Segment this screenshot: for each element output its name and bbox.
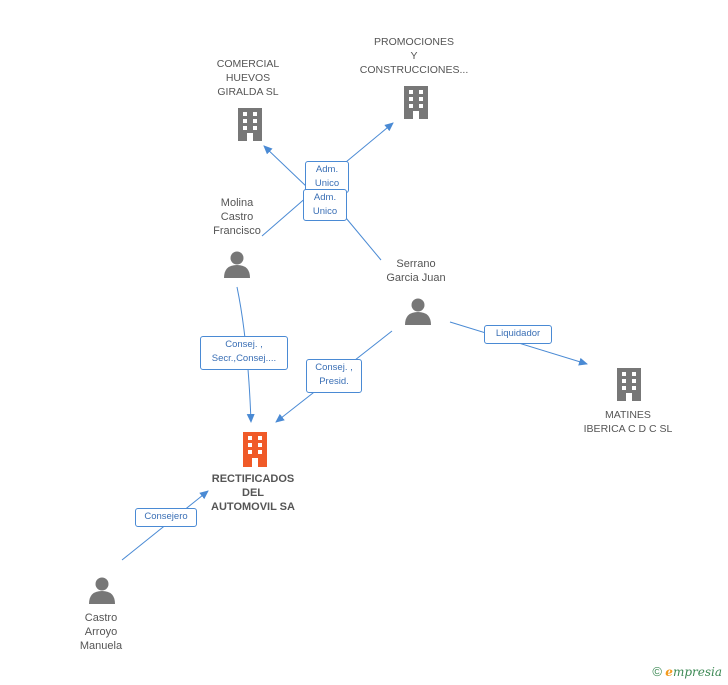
edge-molina-comercial [263, 145, 309, 189]
brand-logo-initial: e [665, 665, 673, 679]
building-icon[interactable] [401, 85, 431, 119]
edge-serrano-promociones-tail [345, 217, 382, 261]
edge-serrano-promociones [345, 122, 394, 163]
edge-label-adm-unico[interactable]: Adm. Unico [305, 161, 349, 193]
node-label-molina[interactable]: Molina Castro Francisco [213, 197, 261, 237]
copyright-icon: © [652, 664, 662, 679]
node-label-comercial[interactable]: COMERCIAL HUEVOS GIRALDA SL [216, 58, 280, 98]
person-icon[interactable] [88, 576, 116, 604]
person-icon[interactable] [404, 297, 432, 325]
brand-name: mpresia [672, 665, 722, 679]
edge-molina-comercial-tail [261, 195, 309, 237]
node-label-rectificados[interactable]: RECTIFICADOS DEL AUTOMOVIL SA [211, 473, 295, 513]
edge-label-consej-secr[interactable]: Consej. , Secr.,Consej.... [200, 336, 288, 370]
person-icon[interactable] [223, 250, 251, 278]
building-icon[interactable] [614, 367, 644, 401]
edge-label-consejero[interactable]: Consejero [135, 508, 197, 527]
edge-label-consej-presid[interactable]: Consej. , Presid. [306, 359, 362, 393]
brand-watermark: © empresia [652, 664, 722, 679]
node-label-castro[interactable]: Castro Arroyo Manuela [79, 612, 123, 652]
edge-label-liquidador[interactable]: Liquidador [484, 325, 552, 344]
node-label-promociones[interactable]: PROMOCIONES Y CONSTRUCCIONES... [359, 36, 469, 76]
node-label-matines[interactable]: MATINES IBERICA C D C SL [583, 409, 673, 435]
node-label-serrano[interactable]: Serrano Garcia Juan [386, 258, 446, 284]
building-icon-main[interactable] [240, 431, 270, 467]
edge-label-adm-unico[interactable]: Adm. Unico [303, 189, 347, 221]
building-icon[interactable] [235, 107, 265, 141]
